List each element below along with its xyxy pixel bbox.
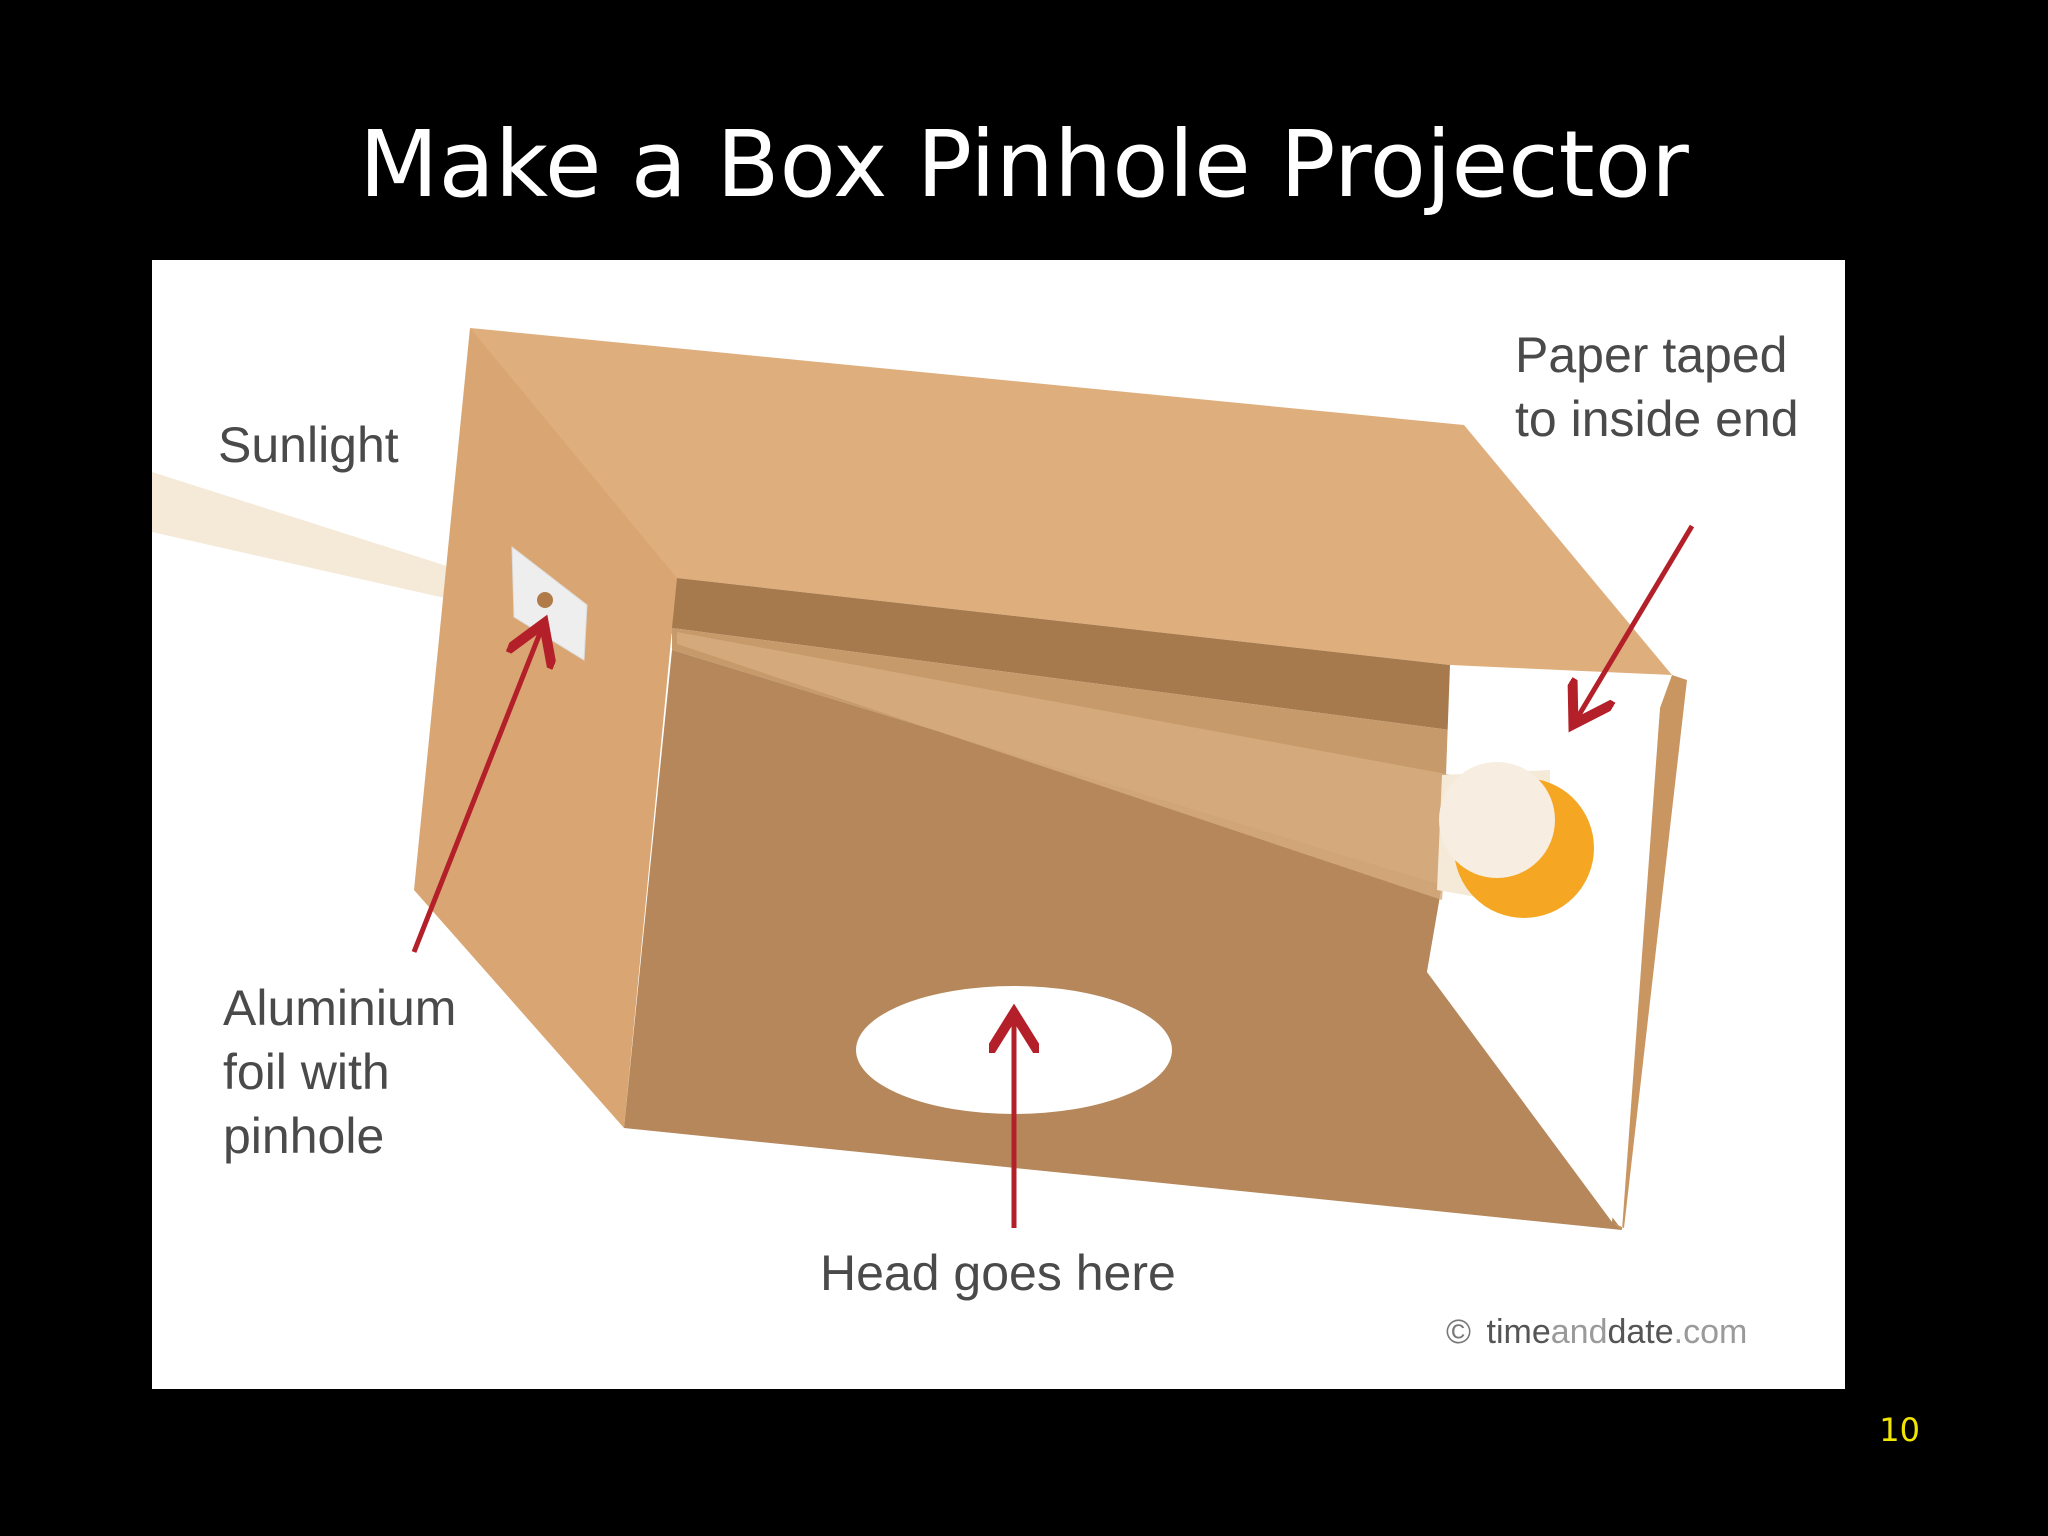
box-left-face — [414, 328, 677, 1128]
inner-light-beam — [677, 632, 1452, 900]
slide-title: Make a Box Pinhole Projector — [359, 111, 1689, 218]
credit-part-3: date — [1607, 1313, 1673, 1351]
foil-label-line1: Aluminium — [223, 980, 456, 1036]
credit-part-1: time — [1487, 1313, 1551, 1351]
credit-part-2: and — [1551, 1313, 1608, 1351]
foil-label-line2: foil with — [223, 1044, 390, 1100]
paper-arrow — [1576, 524, 1695, 720]
pinhole-foil-icon — [511, 545, 588, 661]
pinhole-projector-diagram: Sunlight Paper taped to inside end Alumi… — [152, 260, 1845, 1389]
page-number: 10 — [1879, 1411, 1920, 1449]
sunlight-label: Sunlight — [218, 417, 399, 473]
box-right-rim — [1612, 675, 1687, 1230]
sunlight-beam — [152, 472, 522, 612]
foil-label-line3: pinhole — [223, 1108, 384, 1164]
box-top-face — [470, 328, 1672, 675]
foil-arrow — [411, 628, 542, 953]
box-inside-back-wall — [672, 578, 1450, 730]
eclipse-sun-icon — [1439, 762, 1594, 918]
copyright-symbol: © — [1446, 1313, 1471, 1351]
box-inside-floor — [624, 650, 1622, 1230]
head-label: Head goes here — [820, 1245, 1176, 1301]
image-credit: © timeanddate.com — [1446, 1313, 1747, 1351]
credit-part-4: .com — [1674, 1313, 1748, 1351]
paper-label-line2: to inside end — [1515, 391, 1799, 447]
paper-label-line1: Paper taped — [1515, 327, 1787, 383]
